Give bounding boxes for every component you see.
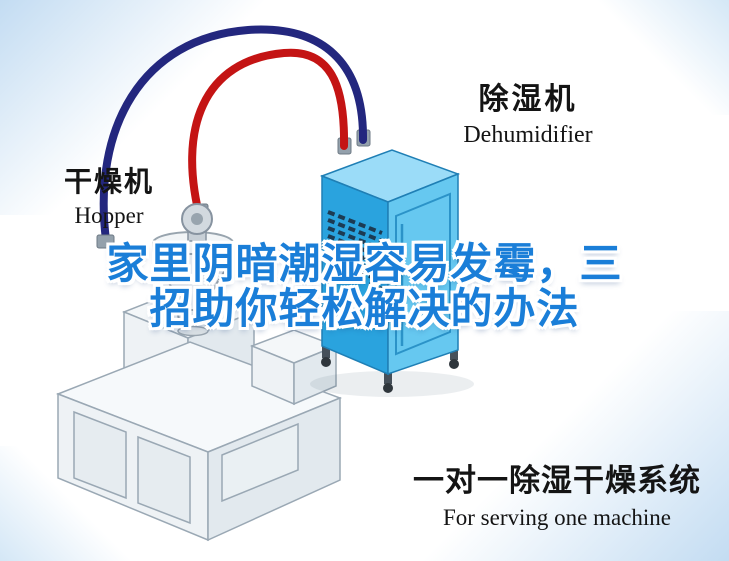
blower-fan-hub (191, 213, 203, 225)
caster-leg (450, 348, 458, 360)
footer-caption-cn: 一对一除湿干燥系统 (413, 463, 701, 498)
machine-side-panel (221, 422, 299, 503)
vent-line (327, 234, 383, 259)
caster-wheels (321, 346, 459, 393)
pipe-fitting (96, 234, 115, 249)
vent-line (327, 250, 383, 275)
dehumidifier-label-en: Dehumidifier (463, 122, 593, 148)
pipe-fittings (96, 203, 213, 249)
vent-line (327, 266, 383, 291)
vent-line (327, 242, 383, 267)
cabinet-side-face (387, 172, 459, 376)
vent-line (327, 258, 383, 283)
caster-wheel (321, 357, 331, 367)
supply-pipe-red (188, 48, 349, 226)
vent-line (327, 226, 383, 251)
headline-line-2: 招助你轻松解决的办法 (149, 285, 580, 332)
headline: 家里阴暗潮湿容易发霉，三 招助你轻松解决的办法 (0, 241, 729, 331)
machine-front-panel (73, 410, 127, 500)
vent-grille (327, 210, 383, 291)
caster-wheel (449, 359, 459, 369)
cabinet-front-seam (321, 299, 389, 328)
extruder-machine (55, 285, 343, 542)
machine-front-panel (137, 435, 191, 525)
footer-caption-en: For serving one machine (442, 505, 672, 530)
hopper-unit (152, 231, 234, 337)
cabinet-door-outline (395, 192, 451, 356)
dehumidifier-label: 除湿机 Dehumidifier (443, 74, 613, 149)
hopper-label-en: Hopper (74, 203, 144, 228)
caster-wheel (383, 383, 393, 393)
caster-leg (322, 346, 330, 358)
footer-caption: 一对一除湿干燥系统 For serving one machine (406, 455, 708, 531)
hopper-label: 干燥机 Hopper (44, 160, 174, 229)
hopper-label-cn: 干燥机 (63, 166, 154, 197)
headline-line-1: 家里阴暗潮湿容易发霉，三 (106, 240, 623, 287)
vent-line (327, 210, 383, 235)
hopper-flange (177, 325, 209, 337)
return-pipe-blue (99, 25, 368, 244)
caster-leg (384, 372, 392, 384)
vent-line (327, 218, 383, 243)
dehumidifier-label-cn: 除湿机 (478, 83, 578, 116)
